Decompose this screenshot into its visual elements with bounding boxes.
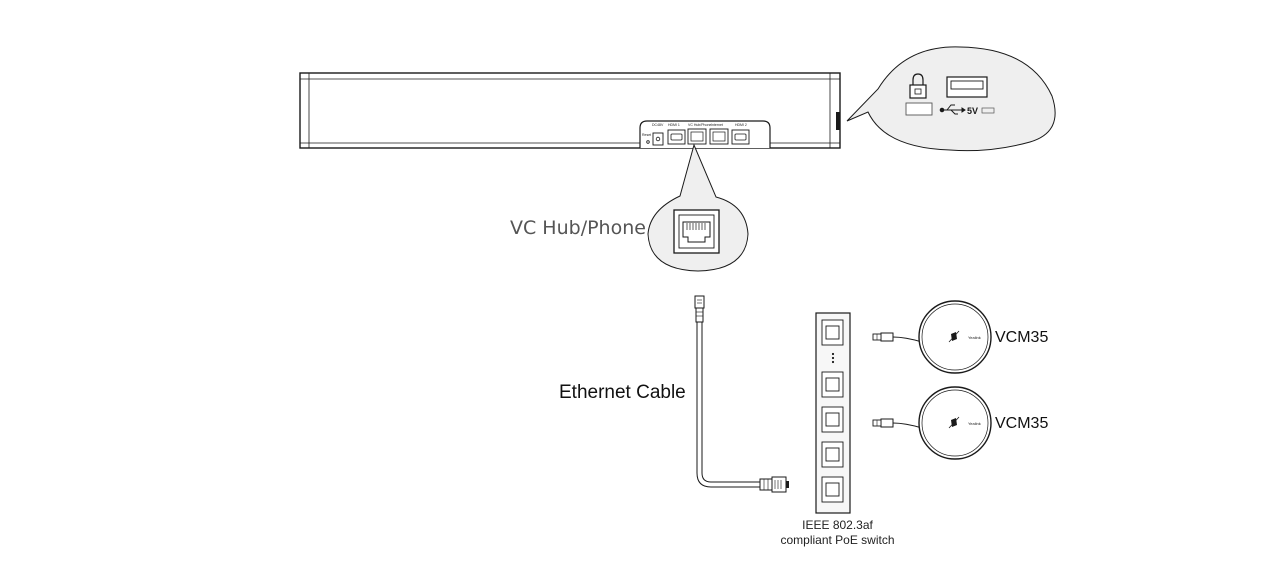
svg-text:Yealink: Yealink bbox=[968, 335, 981, 340]
vcm35-label-top: VCM35 bbox=[995, 329, 1049, 346]
svg-text:Yealink: Yealink bbox=[968, 421, 981, 426]
svg-text:DC48V: DC48V bbox=[652, 123, 664, 127]
port-panel-labels: DC48V HDMI 1 VC Hub/Phone Internet HDMI … bbox=[642, 123, 747, 137]
poe-switch-label: IEEE 802.3af compliant PoE switch bbox=[760, 518, 915, 548]
ethernet-cable bbox=[694, 295, 789, 493]
vc-hub-port-callout bbox=[647, 143, 749, 272]
switch-port bbox=[821, 441, 844, 468]
svg-text:Internet: Internet bbox=[711, 123, 723, 127]
usb-port bbox=[946, 76, 988, 98]
poe-switch bbox=[815, 312, 851, 514]
svg-text:HDMI 1: HDMI 1 bbox=[668, 123, 680, 127]
ethernet-cable-label: Ethernet Cable bbox=[559, 382, 686, 403]
vc-hub-phone-label: VC Hub/Phone bbox=[510, 217, 646, 239]
vcm35-microphone-top: Yealink bbox=[872, 300, 992, 374]
poe-switch-label-line2: compliant PoE switch bbox=[780, 533, 895, 547]
poe-switch-label-line1: IEEE 802.3af bbox=[802, 518, 873, 532]
vcm35-label-bottom: VCM35 bbox=[995, 415, 1049, 432]
switch-port bbox=[821, 406, 844, 433]
svg-text:VC Hub/Phone: VC Hub/Phone bbox=[688, 123, 711, 127]
mic-mute-icon bbox=[948, 330, 960, 343]
vcm35-microphone-bottom: Yealink bbox=[872, 386, 992, 460]
svg-text:HDMI 2: HDMI 2 bbox=[735, 123, 747, 127]
usb-icon bbox=[939, 104, 966, 115]
rj45-port-icon bbox=[673, 209, 720, 254]
svg-text:Reset: Reset bbox=[642, 133, 651, 137]
usb-voltage-text: 5V bbox=[967, 106, 978, 116]
switch-ellipsis bbox=[831, 352, 835, 364]
side-port-callout: 5V bbox=[846, 46, 1056, 152]
switch-port bbox=[821, 476, 844, 503]
lock-slot bbox=[905, 102, 933, 116]
switch-port bbox=[821, 319, 844, 346]
switch-port bbox=[821, 371, 844, 398]
lock-icon bbox=[909, 73, 927, 99]
mic-mute-icon bbox=[948, 416, 960, 429]
video-bar-device: DC48V HDMI 1 VC Hub/Phone Internet HDMI … bbox=[299, 72, 841, 149]
